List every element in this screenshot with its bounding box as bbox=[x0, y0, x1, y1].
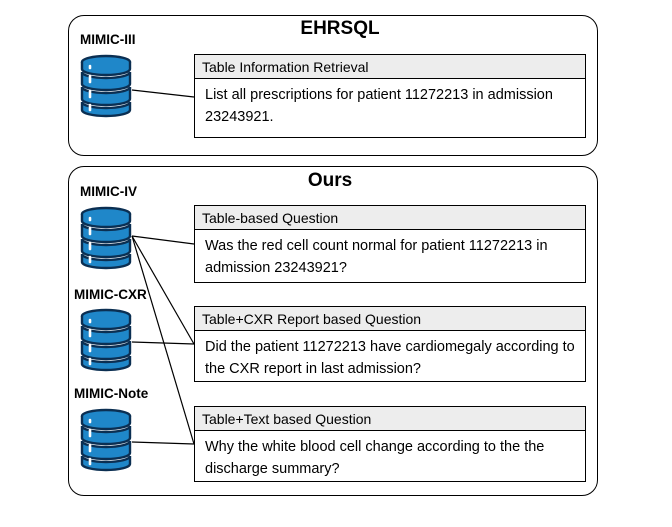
mimic-note-label: MIMIC-Note bbox=[74, 386, 149, 401]
mimic-iv-database-icon bbox=[78, 204, 134, 270]
table-information-retrieval-box: Table Information Retrieval List all pre… bbox=[194, 54, 586, 138]
question-text: Did the patient 11272213 have cardiomega… bbox=[205, 339, 575, 377]
question-type-label: Table+Text based Question bbox=[195, 407, 585, 431]
ours-panel-title: Ours bbox=[307, 170, 353, 191]
question-text: List all prescriptions for patient 11272… bbox=[205, 87, 553, 125]
mimic-cxr-database-icon bbox=[78, 306, 134, 372]
question-type-label: Table Information Retrieval bbox=[195, 55, 585, 79]
ehrsql-panel-title: EHRSQL bbox=[300, 18, 380, 39]
question-text: Was the red cell count normal for patien… bbox=[205, 238, 548, 276]
mimic-cxr-label: MIMIC-CXR bbox=[74, 287, 147, 302]
question-text: Why the white blood cell change accordin… bbox=[205, 439, 545, 477]
question-type-label: Table+CXR Report based Question bbox=[195, 307, 585, 331]
question-type-label: Table-based Question bbox=[195, 206, 585, 230]
table-based-question-box: Table-based Question Was the red cell co… bbox=[194, 205, 586, 283]
mimic-iv-label: MIMIC-IV bbox=[80, 184, 137, 199]
table-cxr-question-box: Table+CXR Report based Question Did the … bbox=[194, 306, 586, 382]
table-text-question-box: Table+Text based Question Why the white … bbox=[194, 406, 586, 482]
mimic-iii-label: MIMIC-III bbox=[80, 32, 136, 47]
mimic-iii-database-icon bbox=[78, 52, 134, 118]
mimic-note-database-icon bbox=[78, 406, 134, 472]
